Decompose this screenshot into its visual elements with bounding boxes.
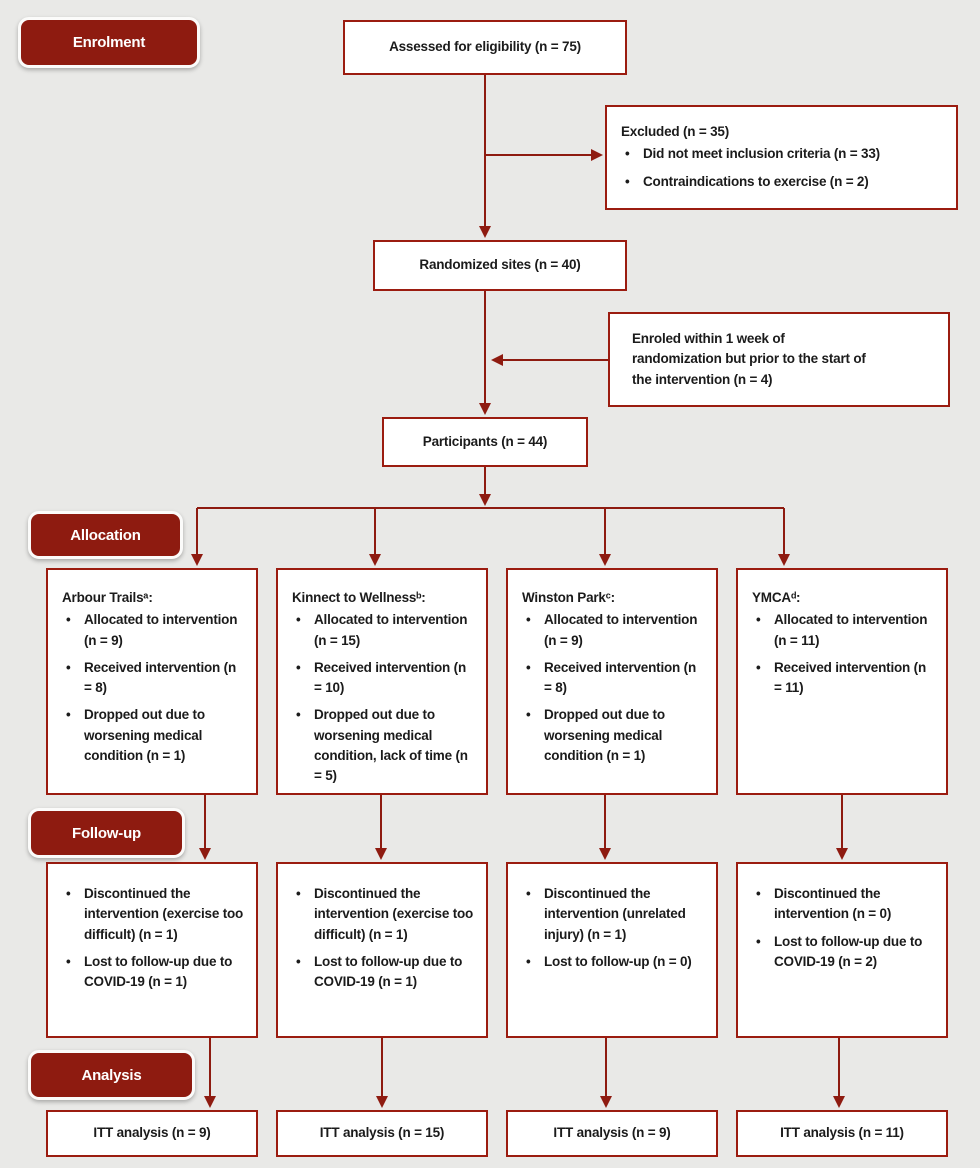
allocation-box-arbour-trails: Arbour Trailsᵃ: Allocated to interventio…	[46, 568, 258, 795]
allocation-bullet-text: Dropped out due to worsening medical con…	[84, 707, 205, 763]
allocation-bullet: Allocated to intervention (n = 9)	[522, 610, 706, 651]
allocation-bullet-text: Received intervention (n = 8)	[544, 659, 696, 695]
followup-bullet-text: Discontinued the intervention (exercise …	[314, 886, 474, 942]
itt-analysis-label: ITT analysis (n = 9)	[93, 1125, 211, 1141]
followup-bullet: Lost to follow-up (n = 0)	[522, 952, 706, 972]
allocation-bullet: Allocated to intervention (n = 9)	[62, 610, 246, 651]
followup-box-ymca: Discontinued the intervention (n = 0) Lo…	[736, 862, 948, 1038]
excluded-bullet: Contraindications to exercise (n = 2)	[621, 172, 946, 192]
allocation-bullet-text: Received intervention (n = 10)	[314, 659, 466, 695]
itt-analysis-box-ymca: ITT analysis (n = 11)	[736, 1110, 948, 1157]
followup-bullet-text: Lost to follow-up due to COVID-19 (n = 1…	[314, 953, 463, 989]
allocation-bullet: Allocated to intervention (n = 11)	[752, 610, 936, 651]
followup-bullet: Lost to follow-up due to COVID-19 (n = 1…	[292, 952, 476, 993]
allocation-group-title: Arbour Trailsᵃ:	[62, 590, 153, 605]
allocation-bullet: Received intervention (n = 8)	[522, 658, 706, 699]
followup-bullet: Lost to follow-up due to COVID-19 (n = 1…	[62, 952, 246, 993]
allocation-box-winston-park: Winston Parkᶜ: Allocated to intervention…	[506, 568, 718, 795]
itt-analysis-box-arbour-trails: ITT analysis (n = 9)	[46, 1110, 258, 1157]
allocation-bullet-text: Allocated to intervention (n = 9)	[84, 612, 238, 648]
randomized-sites-box: Randomized sites (n = 40)	[373, 240, 627, 291]
stage-label-followup: Follow-up	[28, 808, 185, 858]
followup-bullet-text: Lost to follow-up due to COVID-19 (n = 2…	[774, 933, 923, 969]
followup-bullet-text: Discontinued the intervention (unrelated…	[544, 886, 686, 942]
allocation-bullet: Dropped out due to worsening medical con…	[62, 705, 246, 766]
itt-analysis-label: ITT analysis (n = 11)	[780, 1125, 904, 1141]
followup-bullet-text: Lost to follow-up due to COVID-19 (n = 1…	[84, 953, 233, 989]
followup-bullet: Discontinued the intervention (exercise …	[62, 884, 246, 945]
allocation-bullet: Received intervention (n = 11)	[752, 658, 936, 699]
allocation-group-title: Winston Parkᶜ:	[522, 590, 615, 605]
followup-bullet: Discontinued the intervention (unrelated…	[522, 884, 706, 945]
itt-analysis-label: ITT analysis (n = 9)	[553, 1125, 671, 1141]
followup-bullet: Lost to follow-up due to COVID-19 (n = 2…	[752, 932, 936, 973]
allocation-bullet: Allocated to intervention (n = 15)	[292, 610, 476, 651]
followup-bullet-text: Lost to follow-up (n = 0)	[544, 953, 692, 969]
enroled-note-text: Enroled within 1 week of randomization b…	[632, 331, 866, 387]
allocation-bullet-text: Received intervention (n = 8)	[84, 659, 236, 695]
excluded-bullet: Did not meet inclusion criteria (n = 33)	[621, 144, 946, 164]
assessed-eligibility-label: Assessed for eligibility (n = 75)	[389, 39, 581, 55]
allocation-bullet-text: Dropped out due to worsening medical con…	[314, 707, 468, 783]
followup-bullet: Discontinued the intervention (n = 0)	[752, 884, 936, 925]
allocation-bullet-text: Dropped out due to worsening medical con…	[544, 707, 665, 763]
participants-label: Participants (n = 44)	[422, 433, 548, 449]
excluded-bullet-text: Contraindications to exercise (n = 2)	[643, 173, 869, 189]
allocation-group-title: Kinnect to Wellnessᵇ:	[292, 590, 426, 605]
followup-bullet: Discontinued the intervention (exercise …	[292, 884, 476, 945]
itt-analysis-box-winston-park: ITT analysis (n = 9)	[506, 1110, 718, 1157]
allocation-bullet-text: Allocated to intervention (n = 11)	[774, 612, 928, 648]
allocation-bullet: Received intervention (n = 10)	[292, 658, 476, 699]
allocation-group-title: YMCAᵈ:	[752, 590, 801, 605]
stage-label-enrolment: Enrolment	[18, 17, 200, 68]
allocation-bullet: Received intervention (n = 8)	[62, 658, 246, 699]
excluded-title: Excluded (n = 35)	[621, 124, 730, 139]
enroled-note-box: Enroled within 1 week of randomization b…	[608, 312, 950, 407]
randomized-sites-label: Randomized sites (n = 40)	[419, 257, 581, 273]
stage-label-analysis: Analysis	[28, 1050, 195, 1100]
allocation-box-kinnect-to-wellness: Kinnect to Wellnessᵇ: Allocated to inter…	[276, 568, 488, 795]
excluded-bullet-text: Did not meet inclusion criteria (n = 33)	[643, 146, 880, 162]
followup-bullet-text: Discontinued the intervention (n = 0)	[774, 886, 892, 922]
itt-analysis-label: ITT analysis (n = 15)	[319, 1125, 445, 1141]
allocation-bullet-text: Received intervention (n = 11)	[774, 659, 926, 695]
participants-box: Participants (n = 44)	[382, 417, 588, 467]
followup-box-kinnect-to-wellness: Discontinued the intervention (exercise …	[276, 862, 488, 1038]
followup-box-winston-park: Discontinued the intervention (unrelated…	[506, 862, 718, 1038]
allocation-bullet-text: Allocated to intervention (n = 15)	[314, 612, 468, 648]
allocation-box-ymca: YMCAᵈ: Allocated to intervention (n = 11…	[736, 568, 948, 795]
allocation-bullet: Dropped out due to worsening medical con…	[292, 705, 476, 786]
excluded-box: Excluded (n = 35) Did not meet inclusion…	[605, 105, 958, 210]
assessed-eligibility-box: Assessed for eligibility (n = 75)	[343, 20, 627, 75]
allocation-bullet: Dropped out due to worsening medical con…	[522, 705, 706, 766]
followup-box-arbour-trails: Discontinued the intervention (exercise …	[46, 862, 258, 1038]
allocation-bullet-text: Allocated to intervention (n = 9)	[544, 612, 698, 648]
followup-bullet-text: Discontinued the intervention (exercise …	[84, 886, 244, 942]
itt-analysis-box-kinnect-to-wellness: ITT analysis (n = 15)	[276, 1110, 488, 1157]
stage-label-allocation: Allocation	[28, 511, 183, 559]
